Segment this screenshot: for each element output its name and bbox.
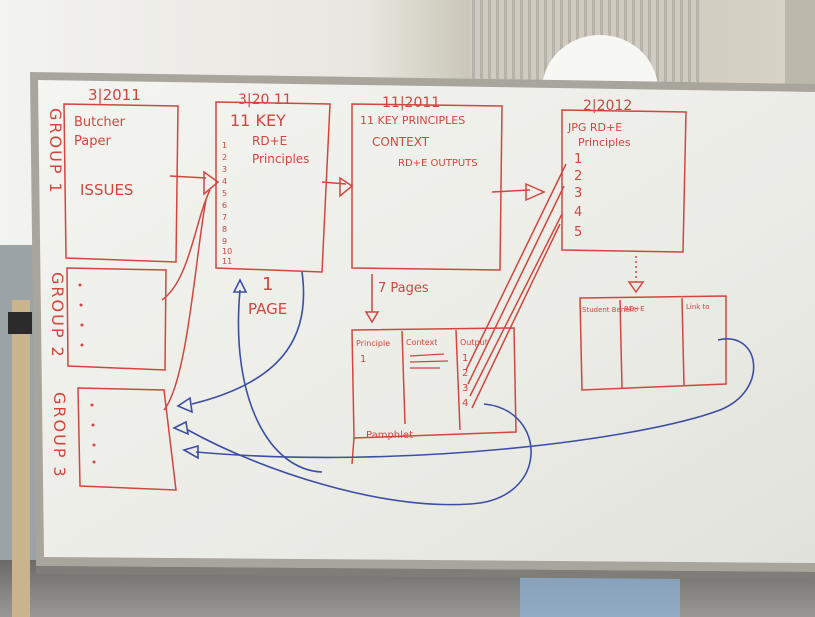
table1-header: Context [406,338,437,347]
table1-output-number: 3 [462,383,468,394]
group-label: GROUP 2 [48,272,67,359]
group2-dots [78,283,84,347]
box2-number: 11 [222,257,232,266]
blue-arrows [172,271,755,506]
group3-box [77,387,177,491]
table1-header: Output [460,338,488,347]
box4-line: JPG RD+E [567,121,622,134]
box2-line: 11 KEY [230,111,286,130]
box4-down-arrowhead [627,281,645,294]
box2-line: Principles [252,152,309,166]
group-label: GROUP 1 [46,108,65,195]
box2-number: 8 [222,225,227,234]
whiteboard-surface [38,80,815,563]
box2-note: 1 [262,274,273,295]
box2-note: PAGE [248,300,287,318]
box3-line: 11 KEY PRINCIPLES [360,114,465,127]
box3-line: RD+E OUTPUTS [398,158,478,169]
box4-line: Principles [578,136,631,149]
box2-number: 10 [222,247,232,256]
table2 [579,295,727,391]
box2 [215,101,331,273]
box1-line: ISSUES [80,181,133,199]
group-label: GROUP 3 [50,392,69,479]
box4-number: 4 [574,205,582,220]
box2-number: 9 [222,237,227,246]
box2-number: 2 [222,153,227,162]
box3-note: 7 Pages [378,281,429,296]
box2-number: 4 [222,177,227,186]
box2-number: 5 [222,189,227,198]
table1-output-number: 4 [462,398,468,409]
box1-line: Butcher [74,115,126,130]
box2-line: RD+E [252,134,287,148]
box4-number: 1 [574,152,582,167]
table2-header: Student Benefit [582,306,637,314]
table1 [351,327,517,465]
box3 [351,103,503,271]
group1-box [63,103,179,263]
table1-context-lines [409,353,449,369]
red-arrows [161,163,567,411]
box3-down-arrowhead [364,311,380,324]
table1-output-number: 2 [462,368,468,379]
table1-cell: 1 [360,354,366,365]
table2-header: RD+E [624,305,645,313]
table1-output-number: 1 [462,353,468,364]
left-stand [12,300,30,617]
box4 [561,109,687,253]
box4-number: 5 [574,225,582,240]
box2-number: 3 [222,165,227,174]
table1-header: Principle [356,339,390,348]
table2-header: Link to [686,303,710,311]
box2-number: 6 [222,201,227,210]
box1-line: Paper [74,134,111,149]
box2-number: 1 [222,141,227,150]
date-label: 3|2011 [88,86,141,104]
left-clip [8,312,32,334]
date-label: 3|20 11 [238,92,292,108]
group2-box [66,267,167,371]
box2-number: 7 [222,213,227,222]
box4-number: 3 [574,186,582,201]
group3-dots [90,403,96,464]
floor-light [520,575,680,617]
date-label: 11|2011 [382,95,440,111]
box2-numbers: 1 2 3 4 5 6 7 8 9 10 11 [222,141,232,266]
box4-number: 2 [574,169,582,184]
box3-line: CONTEXT [372,135,430,149]
whiteboard-tray [36,566,815,580]
group-labels: GROUP 1 GROUP 2 GROUP 3 [46,108,69,479]
table1-footer: Pamphlet [366,430,413,441]
